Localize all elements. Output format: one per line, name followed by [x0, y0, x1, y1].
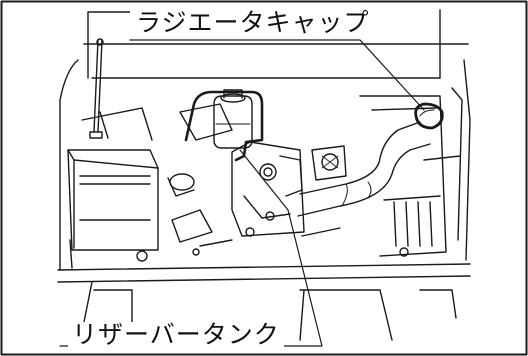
radiator-cap-label: ラジエータキャップ	[130, 10, 376, 37]
intake-parts	[136, 103, 233, 262]
thermostat-housing	[311, 145, 347, 181]
radiator-cap-leader-line	[129, 39, 425, 111]
radiator-cap	[414, 102, 444, 130]
engine-bay-walls	[59, 59, 471, 271]
reservoir-tank	[213, 89, 253, 149]
reservoir-hose	[184, 90, 264, 162]
engine-block	[231, 141, 341, 237]
hood-outline	[83, 9, 469, 79]
radiator	[359, 95, 461, 257]
reservoir-tank-label: リザーバータンク	[68, 322, 284, 349]
hood-prop-rod	[89, 38, 104, 139]
battery	[67, 107, 159, 251]
radiator-hose	[297, 121, 431, 217]
reservoir-tank-leader-line	[59, 149, 323, 347]
front-bumper	[57, 263, 471, 343]
